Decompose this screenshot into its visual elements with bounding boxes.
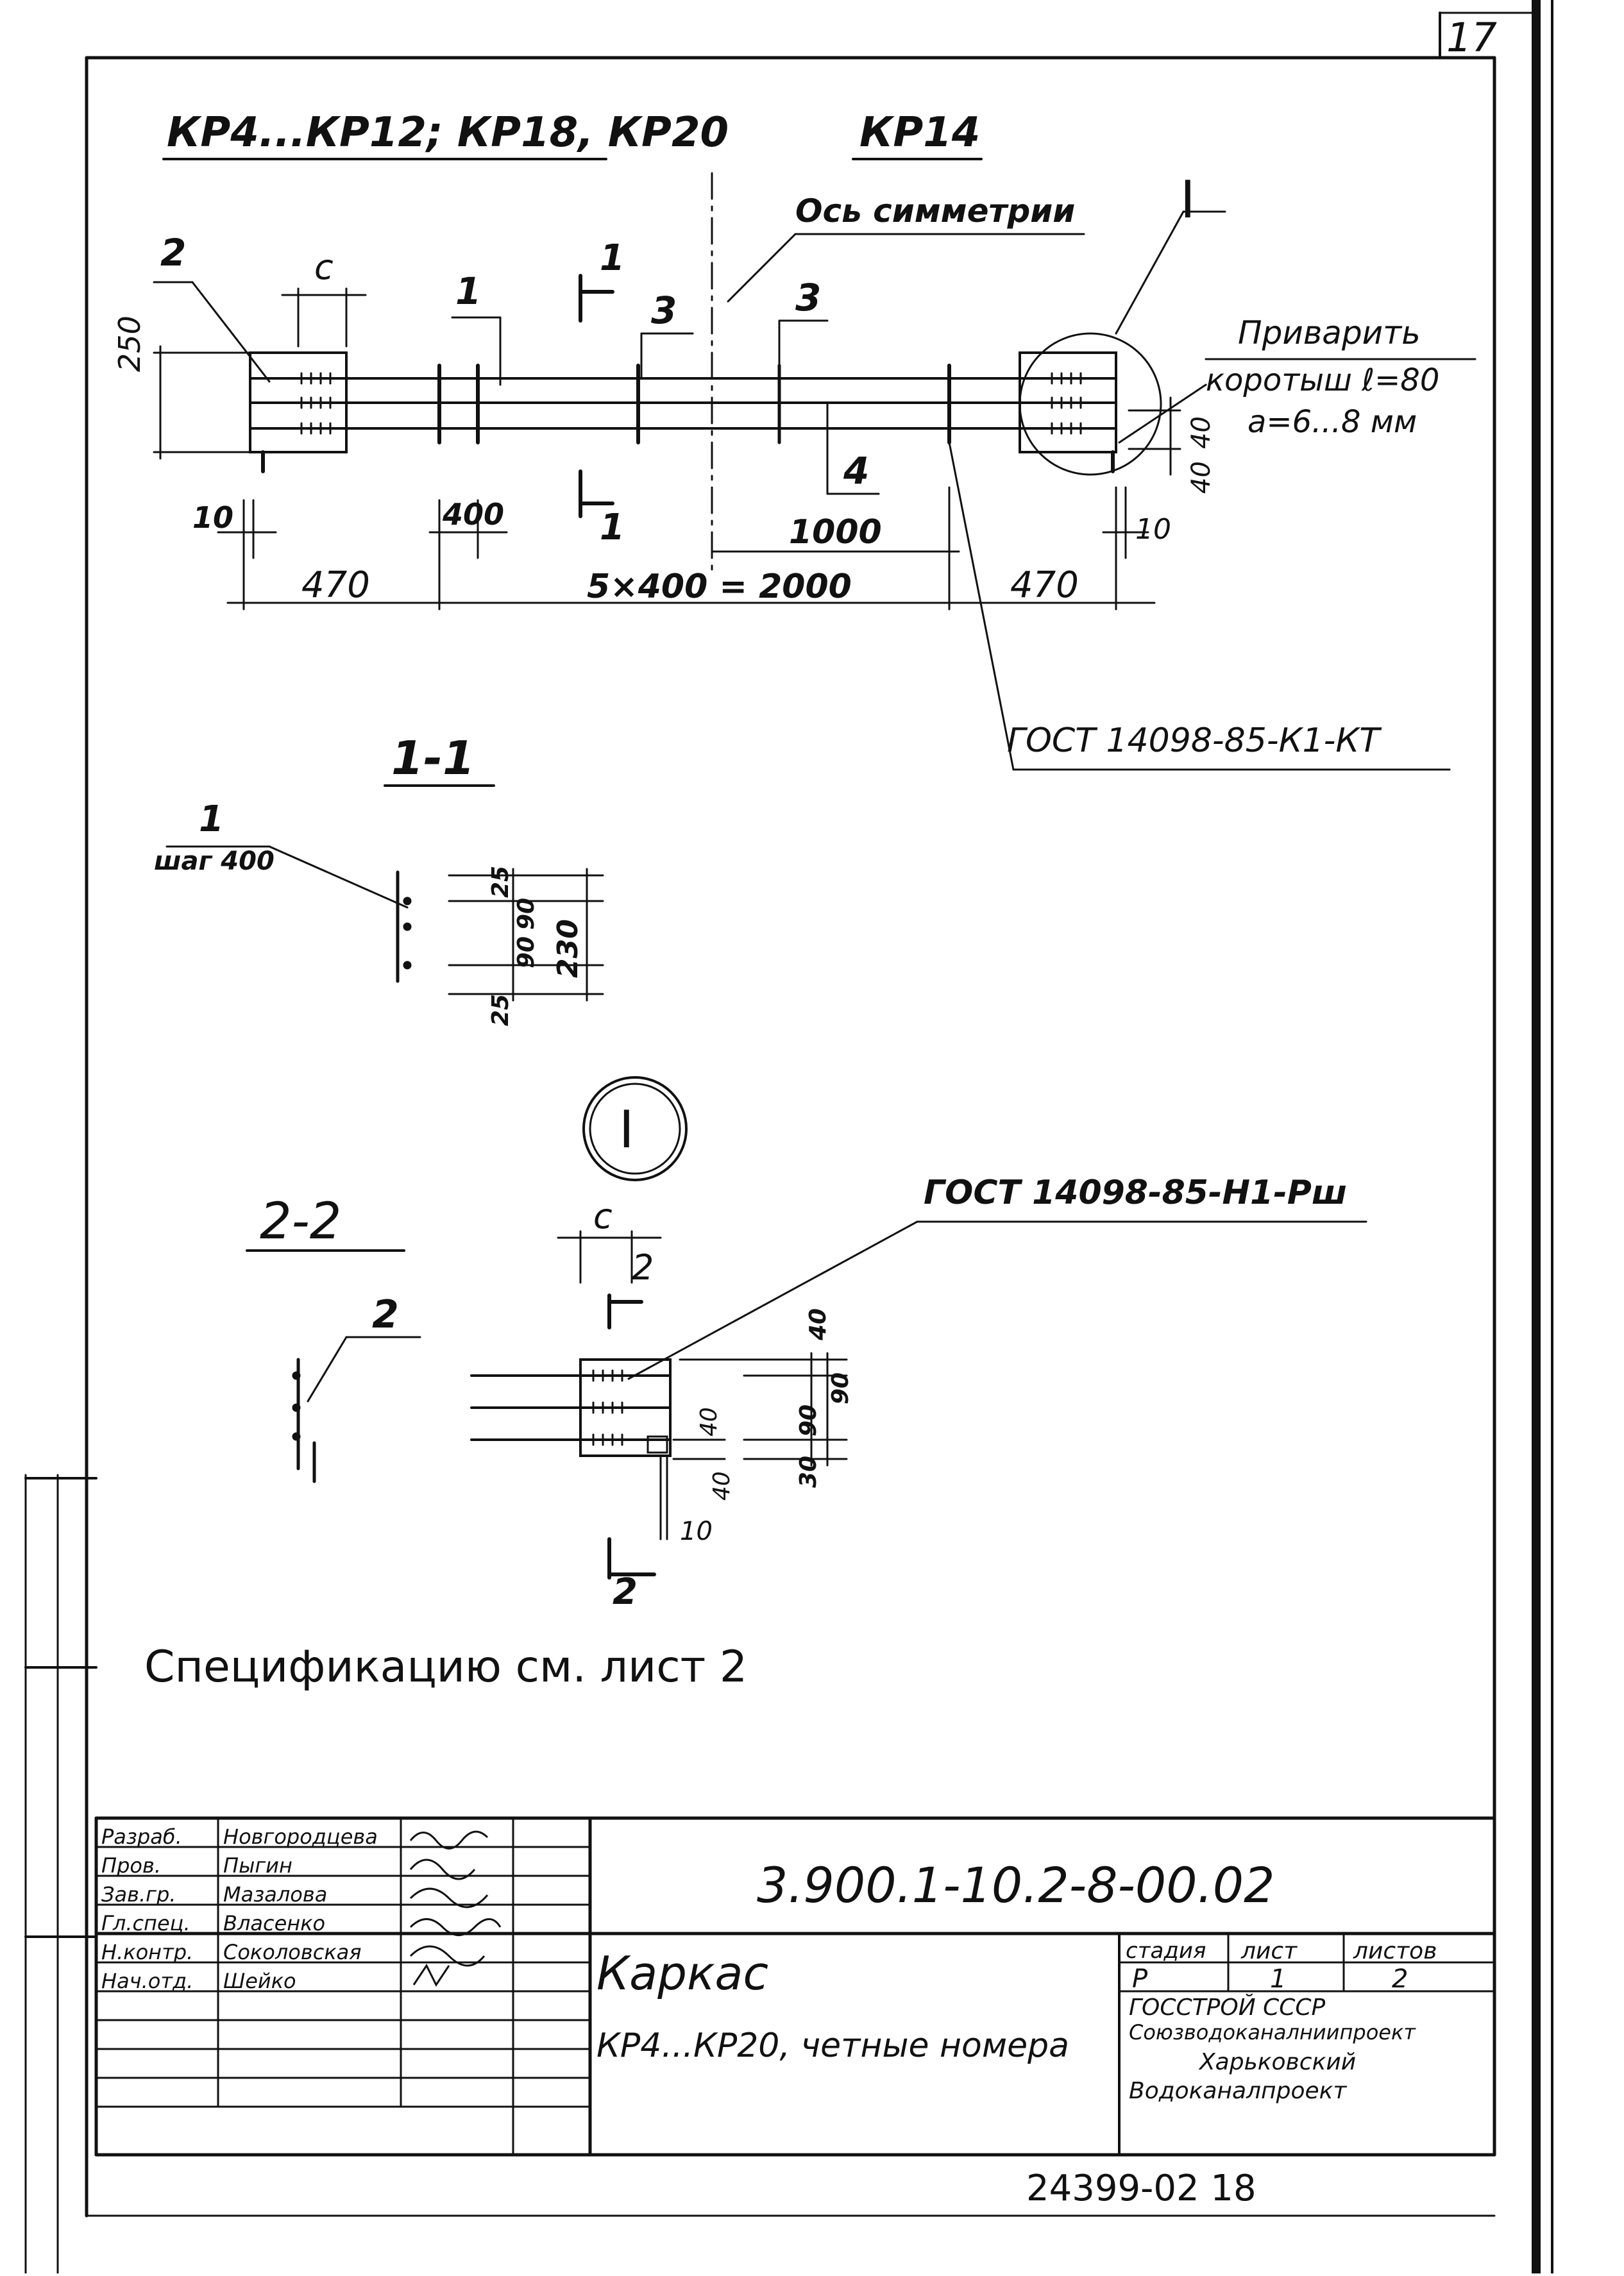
role-6: Нач.отд.: [101, 1969, 194, 1993]
sheets-header: листов: [1353, 1938, 1437, 1964]
stage-value: Р: [1132, 1964, 1148, 1994]
stage-header: стадия: [1126, 1938, 1206, 1964]
role-1: Разраб.: [101, 1825, 182, 1849]
dim-1-1-25-top: 25: [487, 865, 514, 898]
name-5: Соколовская: [223, 1940, 362, 1964]
role-5: Н.контр.: [101, 1940, 194, 1964]
dim-1-1-230: 230: [552, 919, 584, 978]
mark-4: 4: [843, 449, 870, 493]
dim-2000: 5×400 = 2000: [587, 568, 852, 606]
name-2: Пыгин: [223, 1853, 292, 1878]
role-4: Гл.спец.: [101, 1911, 190, 1935]
name-6: Шейко: [223, 1969, 296, 1993]
doc-code: 3.900.1-10.2-8-00.02: [757, 1857, 1275, 1914]
dim-2-2-90-b: 90: [795, 1404, 822, 1437]
dim-1000: 1000: [789, 513, 882, 552]
dim-40-a: 40: [1187, 416, 1216, 449]
dim-2-2-40-mid: 40: [696, 1407, 722, 1437]
gost-main: ГОСТ 14098-85-К1-КТ: [1007, 721, 1380, 760]
dim-1-1-90-a: 90: [513, 897, 539, 930]
weld-note-line-2: коротыш ℓ=80: [1206, 362, 1440, 398]
org-line-4: Водоканалпроект: [1129, 2078, 1347, 2104]
weld-note-line-1: Приварить: [1238, 314, 1421, 351]
gost-detail: ГОСТ 14098-85-Н1-Рш: [924, 1174, 1348, 1212]
weld-note-line-3: a=6...8 мм: [1248, 404, 1417, 440]
mark-1: 1: [455, 269, 482, 313]
section-mark-2-top: 2: [632, 1247, 654, 1288]
dim-2-2-40-low: 40: [709, 1471, 735, 1501]
detail-node-label: I: [619, 1100, 634, 1159]
spec-note: Спецификацию см. лист 2: [144, 1642, 748, 1692]
mark-3a: 3: [651, 289, 677, 332]
name-4: Власенко: [223, 1911, 326, 1935]
dim-400: 400: [443, 497, 505, 532]
dim-40-b: 40: [1187, 461, 1216, 494]
dim-2-2-90-a: 90: [827, 1372, 854, 1404]
dim-c-plan: c: [314, 247, 334, 287]
title-left: КР4...КР12; КР18, КР20: [167, 109, 729, 156]
section-1-1-title: 1-1: [391, 731, 475, 785]
dim-250: 250: [112, 316, 147, 372]
dim-2-2-30: 30: [795, 1455, 822, 1488]
org-line-3: Харьковский: [1199, 2049, 1357, 2075]
name-3: Мазалова: [223, 1882, 328, 1907]
axis-label: Ось симметрии: [795, 192, 1076, 230]
dim-10-right: 10: [1135, 513, 1171, 546]
dim-470-right: 470: [1010, 564, 1079, 606]
role-2: Пров.: [101, 1853, 161, 1878]
signatures: [409, 1830, 502, 1987]
role-3: Зав.гр.: [101, 1882, 176, 1907]
sheet-number: 17: [1446, 14, 1497, 61]
section-mark-1-bottom: 1: [600, 507, 625, 548]
mark-2: 2: [160, 231, 187, 274]
sheet-value: 1: [1270, 1964, 1287, 1994]
section-mark-2-bottom: 2: [613, 1571, 638, 1613]
doc-name-sub: КР4...КР20, четные номера: [596, 2027, 1069, 2065]
footer-number: 24399-02 18: [1026, 2168, 1256, 2209]
dim-c-node: c: [593, 1196, 613, 1236]
dim-470-left: 470: [301, 564, 370, 606]
mark-1-section: 1: [199, 798, 224, 840]
doc-name-main: Каркас: [596, 1946, 769, 2000]
node-label: I: [1180, 170, 1196, 230]
org-line-2: Союзводоканалниипроект: [1129, 2020, 1416, 2044]
dim-2-2-10: 10: [680, 1517, 713, 1546]
sheet-header: лист: [1241, 1938, 1298, 1964]
org-line-1: ГОССТРОЙ СССР: [1129, 1994, 1326, 2021]
step-label: шаг 400: [154, 847, 275, 876]
dim-1-1-25-bottom: 25: [487, 993, 514, 1026]
dim-2-2-40-top: 40: [805, 1308, 831, 1340]
section-mark-1-top: 1: [600, 237, 625, 279]
title-right: КР14: [859, 109, 981, 156]
dim-1-1-90-b: 90: [513, 936, 539, 968]
name-1: Новгородцева: [223, 1825, 378, 1849]
mark-3b: 3: [795, 276, 822, 319]
sheets-value: 2: [1392, 1964, 1408, 1994]
section-2-2-title: 2-2: [260, 1193, 342, 1251]
mark-2-section: 2: [372, 1292, 399, 1337]
dim-10-left: 10: [192, 500, 234, 535]
